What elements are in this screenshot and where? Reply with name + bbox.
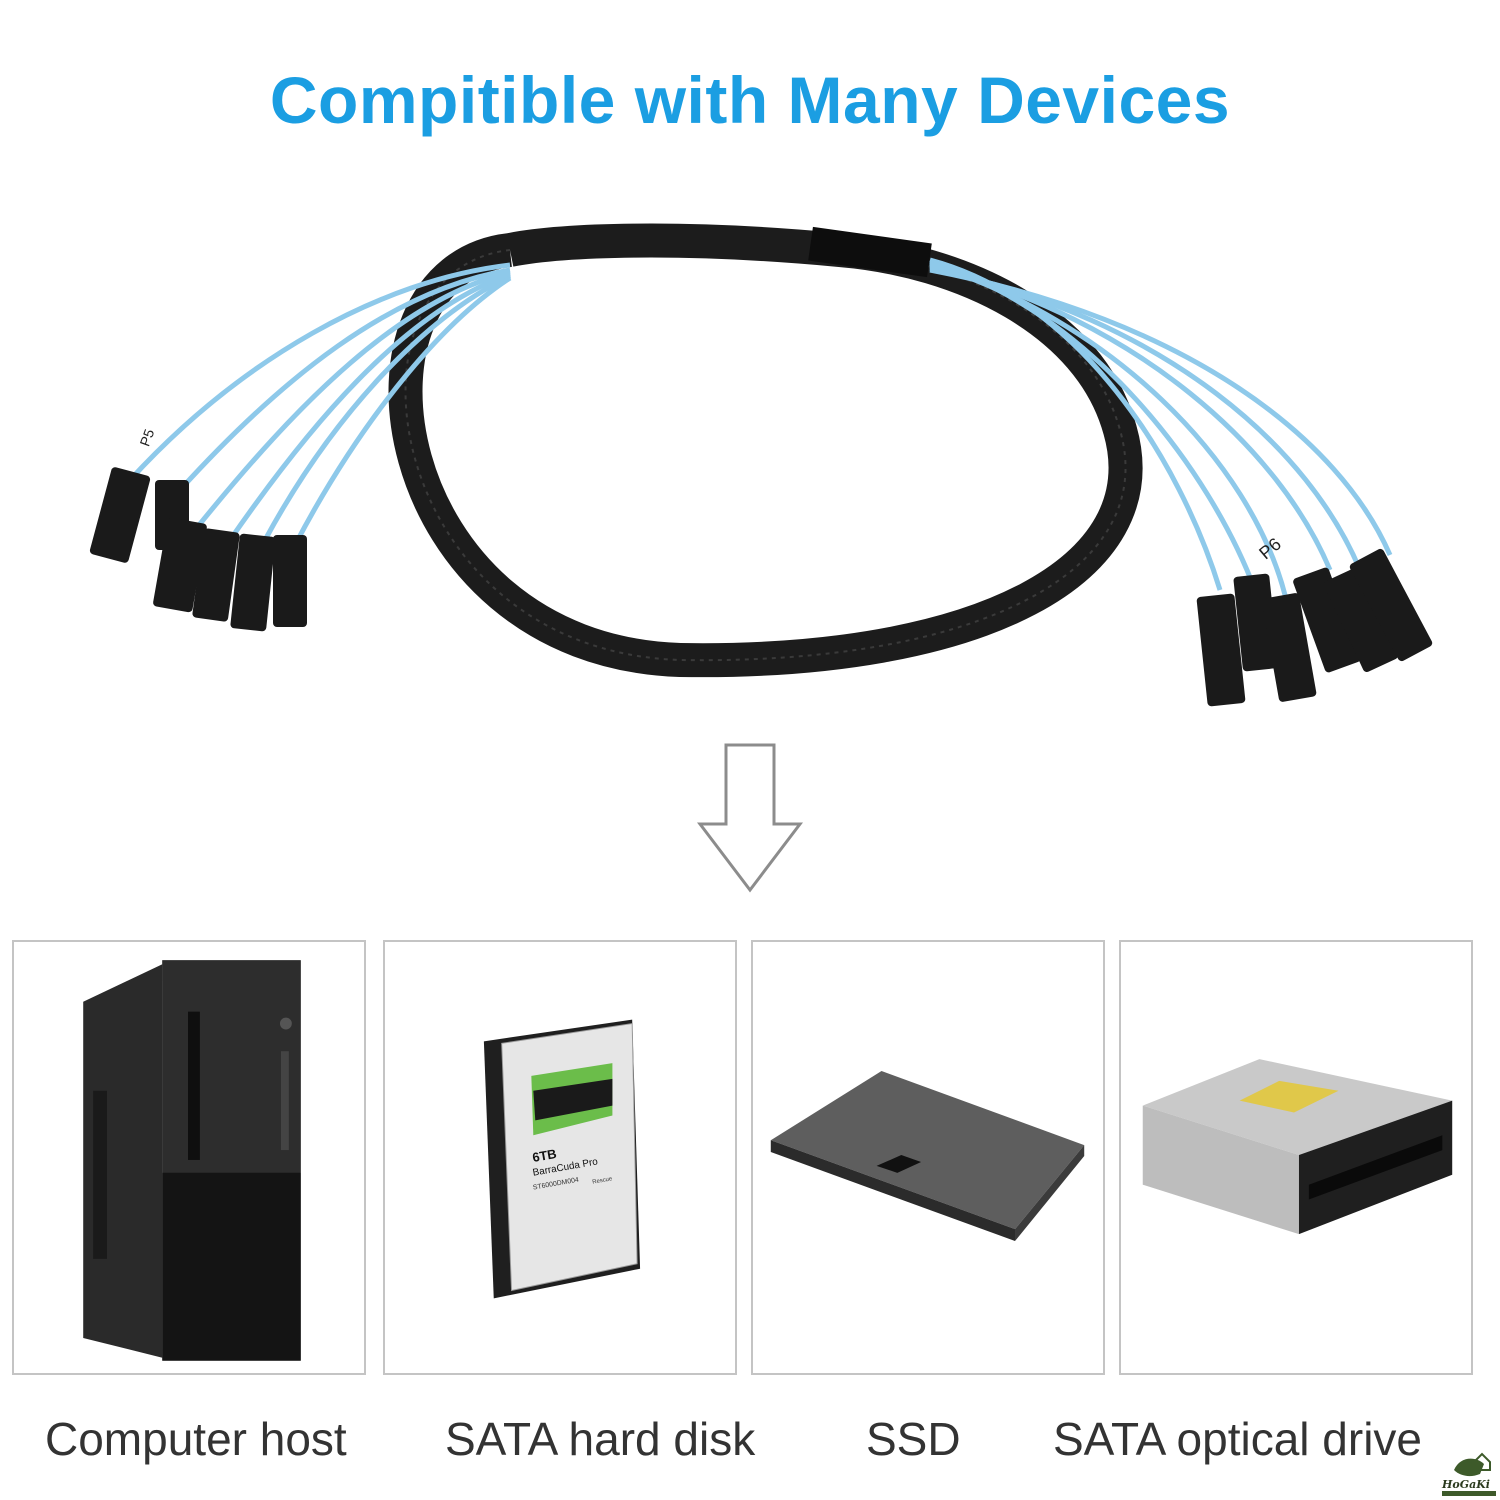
device-card-sata-hard-disk: 6TB BarraCuda Pro ST6000DM004 Rescue — [383, 940, 737, 1375]
device-label-sata-hard-disk: SATA hard disk — [445, 1413, 756, 1465]
down-arrow-icon — [696, 743, 804, 893]
page-title: Compitible with Many Devices — [269, 63, 1231, 137]
ssd-image — [770, 1070, 1085, 1242]
device-card-sata-optical-drive — [1119, 940, 1473, 1375]
svg-text:6TB: 6TB — [531, 1146, 558, 1165]
port-label-p6: P6 — [1255, 534, 1285, 563]
device-card-ssd — [751, 940, 1105, 1375]
left-sata-connectors — [89, 467, 307, 632]
computer-tower-image — [83, 960, 301, 1361]
device-label-sata-optical-drive: SATA optical drive — [1053, 1413, 1423, 1465]
device-card-computer-host — [12, 940, 366, 1375]
svg-text:Rescue: Rescue — [592, 1176, 614, 1186]
optical-drive-image — [1142, 1059, 1453, 1235]
hogaki-watermark-logo: HoGaKi — [1441, 1452, 1496, 1496]
right-sata-connectors — [1196, 548, 1433, 707]
port-label-p5: P5 — [136, 427, 157, 449]
hard-disk-image: 6TB BarraCuda Pro ST6000DM004 Rescue — [483, 1019, 641, 1299]
svg-text:HoGaKi: HoGaKi — [1441, 1478, 1490, 1491]
device-label-ssd: SSD — [866, 1413, 961, 1465]
device-label-computer-host: Computer host — [45, 1413, 347, 1465]
sata-cable-image: P5 P6 — [89, 223, 1433, 707]
